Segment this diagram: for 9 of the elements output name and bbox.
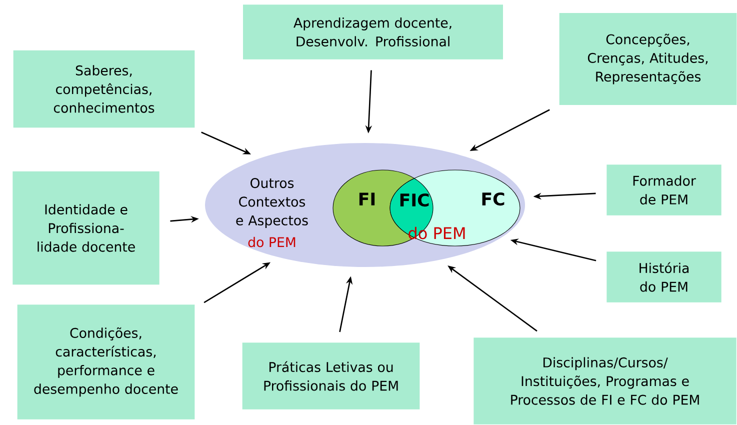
factor-box: Disciplinas/Cursos/ Instituições, Programas e Processos de FI e FC do PEM (474, 338, 736, 424)
factor-box: Concepções, Crenças, Atitudes, Representações (559, 13, 737, 105)
factor-box: Saberes, competências, conhecimentos (13, 50, 195, 128)
factor-box: História do PEM (606, 252, 722, 302)
factor-box: Aprendizagem docente, Desenvolv. Profissional (243, 4, 503, 60)
factor-box: Condições, características, performance e desempenho docente (17, 304, 195, 420)
factor-box: Práticas Letivas ou Profissionais do PEM (242, 342, 420, 410)
factor-box: Formador de PEM (606, 164, 722, 216)
factor-box: Identidade e Profissiona-lidade docente (12, 171, 160, 285)
